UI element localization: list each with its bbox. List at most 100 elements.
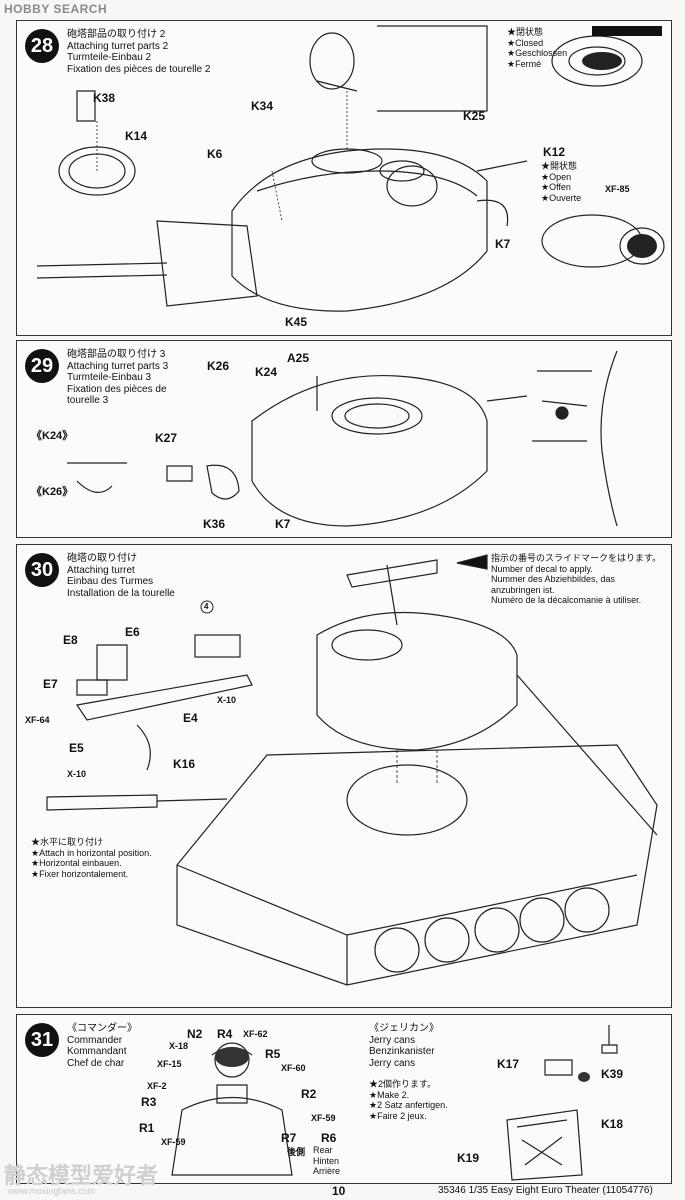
make-two-note: ★2個作ります。 ★Make 2. ★2 Satz anfertigen. ★F… (369, 1079, 448, 1121)
paint-label-xf59-left: XF-59 (161, 1137, 186, 1147)
step-28-title-fr: Fixation des pièces de tourelle 2 (67, 63, 211, 75)
part-label-x10-bottom: X-10 (67, 769, 87, 779)
closed-note-en: ★Closed (507, 37, 544, 48)
rear-note-de: Hinten (313, 1155, 340, 1166)
step-28-diagram (36, 25, 665, 312)
part-label-r5: R5 (265, 1047, 281, 1061)
rear-note-fr: Arrière (313, 1166, 341, 1176)
rear-note-en: Rear (313, 1145, 333, 1155)
watermark-text: 静态模型爱好者 (4, 1164, 159, 1189)
step-number-28: 28 (25, 29, 59, 63)
closed-note-fr: ★Fermé (507, 58, 542, 69)
step-28-title-jp: 砲塔部品の取り付け 2 (67, 29, 166, 40)
step-29-title: 砲塔部品の取り付け 3 Attaching turret parts 3 Tur… (67, 349, 168, 407)
part-label-e6: E6 (125, 625, 140, 639)
part-label-r7: R7 (281, 1131, 297, 1145)
part-label-k7: K7 (495, 237, 511, 251)
step-30-diagram (46, 554, 658, 986)
step-29-title-jp: 砲塔部品の取り付け 3 (67, 349, 166, 360)
step-29-title-fr-2: tourelle 3 (67, 395, 109, 406)
jerry-title-fr: Jerry cans (369, 1057, 416, 1069)
part-label-r4: R4 (217, 1027, 233, 1041)
part-label-k45: K45 (285, 315, 308, 329)
step-31-diagram (171, 1025, 618, 1181)
rear-note-jp: 後側 (287, 1147, 306, 1157)
decal-note-fr: Numéro de la décalcomanie à utiliser. (491, 595, 642, 605)
part-label-k24: K24 (255, 365, 278, 379)
decal-note: 指示の番号のスライドマークをはります。 Number of decal to a… (491, 553, 661, 606)
rear-note: Rear Hinten Arrière (313, 1145, 340, 1177)
part-label-r3: R3 (141, 1095, 157, 1109)
step-30-title-de: Einbau des Turmes (67, 576, 154, 587)
commander-title: 《コマンダー》 Commander Kommandant Chef de cha… (67, 1023, 137, 1069)
open-note-fr: ★Ouverte (541, 192, 582, 203)
commander-title-de: Kommandant (67, 1046, 127, 1057)
make-two-de: ★2 Satz anfertigen. (369, 1100, 448, 1110)
part-label-k18: K18 (601, 1117, 624, 1131)
open-note: ★開状態 ★Open ★Offen ★Ouverte (541, 161, 581, 203)
attach-note-jp: ★水平に取り付け (31, 837, 104, 847)
decal-note-jp: 指示の番号のスライドマークをはります。 (491, 553, 662, 563)
part-label-k16: K16 (173, 757, 196, 771)
paint-label-xf64: XF-64 (25, 715, 50, 725)
part-label-k14: K14 (125, 129, 148, 143)
paint-label-xf60: XF-60 (281, 1063, 306, 1073)
step-28-title-en: Attaching turret parts 2 (67, 40, 169, 52)
decal-note-en: Number of decal to apply. (491, 563, 593, 574)
make-two-fr: ★Faire 2 jeux. (369, 1110, 427, 1121)
step-number-30: 30 (25, 553, 59, 587)
part-label-r2: R2 (301, 1087, 317, 1101)
step-29-title-en: Attaching turret parts 3 (67, 360, 169, 372)
step-30-title-jp: 砲塔の取り付け (67, 553, 137, 564)
closed-note-de: ★Geschlossen (507, 48, 568, 58)
step-number-31: 31 (25, 1023, 59, 1057)
part-label-n2: N2 (187, 1027, 203, 1041)
make-two-en: ★Make 2. (369, 1089, 410, 1100)
step-30-title-fr: Installation de la tourelle (67, 587, 175, 599)
commander-title-en: Commander (67, 1034, 123, 1046)
step-number-29: 29 (25, 349, 59, 383)
part-label-k34: K34 (251, 99, 274, 113)
closed-note-jp: ★閉状態 (507, 27, 544, 37)
paint-label-xf62: XF-62 (243, 1029, 268, 1039)
brand-name: HOBBY SEARCH (4, 2, 108, 16)
part-label-x10-top: X-10 (217, 695, 237, 705)
part-label-k19: K19 (457, 1151, 480, 1165)
step-31-panel: 31 《コマンダー》 Commander Kommandant Chef de … (16, 1014, 672, 1184)
closed-note: ★閉状態 ★Closed ★Geschlossen ★Fermé (507, 27, 567, 69)
step-29-diagram (67, 350, 618, 527)
site-header: HOBBY SEARCH (4, 2, 107, 16)
part-label-k6: K6 (207, 147, 223, 161)
commander-title-fr: Chef de char (67, 1057, 125, 1069)
part-label-k38: K38 (93, 91, 116, 105)
step-28-panel: 28 砲塔部品の取り付け 2 Attaching turret parts 2 … (16, 20, 672, 336)
part-label-k36: K36 (203, 517, 226, 531)
kit-scale: 1/35 (468, 1185, 489, 1196)
open-note-en: ★Open (541, 171, 572, 182)
step-30-title-en: Attaching turret (67, 564, 135, 576)
step-29-title-fr-1: Fixation des pièces de (67, 383, 167, 395)
make-two-jp: ★2個作ります。 (369, 1079, 437, 1089)
kit-number: 35346 (438, 1185, 466, 1196)
open-note-de: ★Offen (541, 182, 571, 192)
paint-label-xf15: XF-15 (157, 1059, 182, 1069)
jerry-cans-title: 《ジェリカン》 Jerry cans Benzinkanister Jerry … (369, 1023, 439, 1069)
jerry-title-jp: 《ジェリカン》 (369, 1023, 439, 1034)
commander-title-jp: 《コマンダー》 (67, 1023, 137, 1034)
jerry-title-de: Benzinkanister (369, 1046, 435, 1057)
watermark-url: www.moxingfans.com (8, 1186, 96, 1196)
attach-note: ★水平に取り付け ★Attach in horizontal position.… (31, 837, 152, 879)
decal-number: 4 (204, 602, 209, 611)
part-label-e5: E5 (69, 741, 84, 755)
attach-note-fr: ★Fixer horizontalement. (31, 868, 129, 879)
part-label-k25: K25 (463, 109, 486, 123)
part-label-e7: E7 (43, 677, 58, 691)
part-label-k26: K26 (207, 359, 230, 373)
decal-note-de-1: Nummer des Abziehbildes, das (491, 574, 616, 584)
jerry-title-en: Jerry cans (369, 1034, 416, 1046)
part-label-k27: K27 (155, 431, 178, 445)
part-label-e8: E8 (63, 633, 78, 647)
step-29-title-de: Turmteile-Einbau 3 (67, 372, 152, 383)
part-label-k7: K7 (275, 517, 291, 531)
step-30-panel: 30 砲塔の取り付け Attaching turret Einbau des T… (16, 544, 672, 1008)
